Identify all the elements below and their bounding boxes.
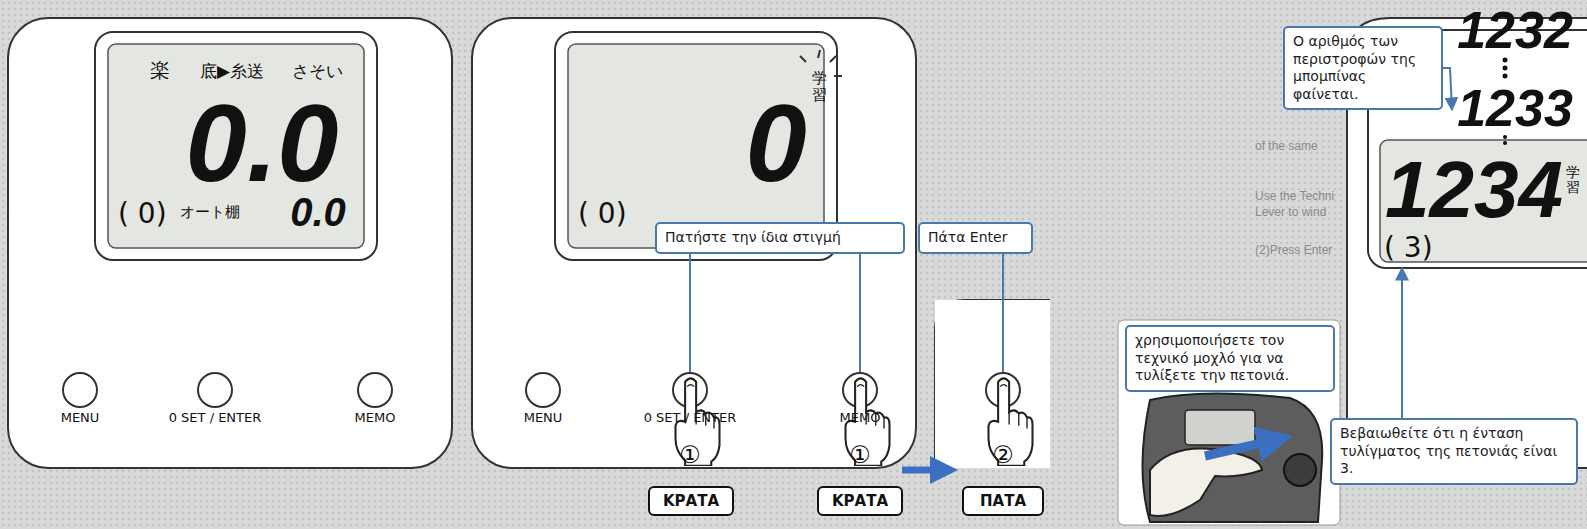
lcd-digits: 0.0 xyxy=(290,192,346,232)
background-text: of the same xyxy=(1255,140,1318,152)
lcd-digits: 1233 xyxy=(1457,82,1573,134)
leader-line xyxy=(1002,254,1004,373)
callout-text: ΚΡΑΤΑ xyxy=(823,492,897,510)
callout-text: ΠΑΤΑ xyxy=(968,492,1038,510)
lcd-digits: 1234 xyxy=(1385,150,1563,230)
callout-box: Βεβαιωθείτε ότι η ένταση τυλίγματος της … xyxy=(1330,418,1578,485)
panel-outline xyxy=(8,18,452,468)
display-label: MEMO xyxy=(840,411,881,424)
panel-fill xyxy=(935,300,1050,468)
reel-lcd xyxy=(1185,410,1255,445)
ellipsis-dot xyxy=(1503,135,1507,139)
display-label: さそい xyxy=(292,63,343,80)
display-label: ① xyxy=(849,443,871,467)
ellipsis-dot xyxy=(1503,141,1507,145)
memo-button xyxy=(358,373,392,407)
callout-box: Πατήστε την ίδια στιγμή xyxy=(655,222,905,254)
lcd-bezel xyxy=(95,32,377,260)
display-label: ( 0) xyxy=(118,200,167,228)
display-label: MEMO xyxy=(355,411,396,424)
callout-text: Πατήστε την ίδια στιγμή xyxy=(665,229,895,247)
display-label: ( 0) xyxy=(578,200,627,228)
leader-line xyxy=(1443,68,1452,110)
callout-text: Ο αριθμός των περιστροφών της μπομπίνας … xyxy=(1293,33,1433,103)
reel-body xyxy=(1143,393,1323,522)
ellipsis-dot xyxy=(1503,74,1508,79)
display-label: 0 SET / ENTER xyxy=(644,411,737,424)
display-label: 学習 xyxy=(812,70,827,103)
background-text: (2)Press Enter xyxy=(1255,244,1332,256)
action-tag: ΚΡΑΤΑ xyxy=(817,486,903,516)
lcd-screen xyxy=(1380,140,1587,262)
leader-line xyxy=(859,254,861,373)
reel-display-panel xyxy=(8,18,452,468)
menu-button xyxy=(526,373,560,407)
leader-line xyxy=(1401,268,1403,418)
lcd-digits: 0.0 xyxy=(186,88,339,198)
menu-button xyxy=(63,373,97,407)
enter-button xyxy=(198,373,232,407)
action-tag: ΠΑΤΑ xyxy=(962,486,1044,516)
photo-frame xyxy=(1118,320,1340,525)
display-label: ② xyxy=(992,443,1014,467)
display-label: ( 3) xyxy=(1384,234,1433,262)
display-label: 底▶糸送 xyxy=(200,63,264,80)
lcd-screen xyxy=(568,44,824,248)
callout-text: χρησιμοποιήσετε τον τεχνικό μοχλό για να… xyxy=(1135,332,1325,385)
display-label: MENU xyxy=(61,411,100,424)
background-text: Use the Techni xyxy=(1255,190,1334,202)
display-label: 0 SET / ENTER xyxy=(169,411,262,424)
callout-text: Πάτα Enter xyxy=(928,229,1023,247)
ellipsis-dot xyxy=(1503,66,1508,71)
callout-box: Ο αριθμός των περιστροφών της μπομπίνας … xyxy=(1283,26,1443,110)
panel-outline xyxy=(935,300,1050,468)
callout-text: Βεβαιωθείτε ότι η ένταση τυλίγματος της … xyxy=(1340,425,1568,478)
background-text: Lever to wind xyxy=(1255,206,1326,218)
lcd-screen xyxy=(108,44,364,248)
sequence-arrow xyxy=(902,467,944,474)
lcd-digits: 0 xyxy=(745,88,806,198)
display-label: MENU xyxy=(524,411,563,424)
callout-box: Πάτα Enter xyxy=(918,222,1033,254)
lever-arrow xyxy=(1205,440,1275,456)
action-tag: ΚΡΑΤΑ xyxy=(648,486,734,516)
display-label: ① xyxy=(679,443,701,467)
display-label: 楽 xyxy=(150,60,170,80)
callout-box: χρησιμοποιήσετε τον τεχνικό μοχλό για να… xyxy=(1125,325,1335,392)
display-label: 学習 xyxy=(1566,165,1580,196)
callout-text: ΚΡΑΤΑ xyxy=(654,492,728,510)
display-label: オート棚 xyxy=(180,205,240,220)
panel-outline xyxy=(472,18,916,468)
lcd-digits: 1232 xyxy=(1457,4,1573,56)
leader-line xyxy=(689,254,691,373)
lever-knob xyxy=(1284,454,1316,486)
reel-illustration xyxy=(1118,320,1340,525)
reel-display-panel xyxy=(472,18,1050,470)
ellipsis-dot xyxy=(1503,58,1508,63)
